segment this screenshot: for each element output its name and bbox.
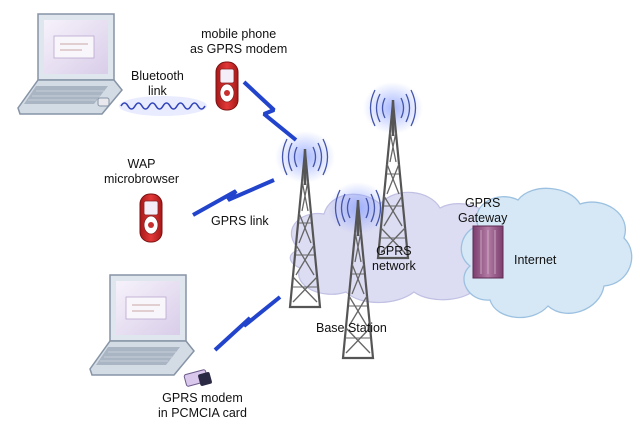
laptop-bottom-icon bbox=[89, 274, 195, 376]
mobile-phone-modem-label: mobile phone as GPRS modem bbox=[190, 27, 287, 57]
mobile-phone-modem-icon bbox=[215, 61, 239, 111]
pcmcia-modem-label-line2: in PCMCIA card bbox=[158, 406, 247, 420]
pcmcia-modem-label: GPRS modem in PCMCIA card bbox=[158, 391, 247, 421]
pcmcia-card-icon bbox=[183, 369, 212, 387]
gprs-network-label: GPRS network bbox=[372, 244, 416, 274]
internet-label: Internet bbox=[514, 253, 557, 267]
gprs-network-label-line2: network bbox=[372, 259, 416, 273]
mobile-phone-modem-label-line2: as GPRS modem bbox=[190, 42, 288, 56]
bluetooth-link-wave bbox=[119, 96, 207, 116]
gprs-gateway-label-line2: Gateway bbox=[458, 211, 508, 225]
laptop-top-icon bbox=[17, 13, 123, 115]
gprs-gateway-label: GPRS Gateway bbox=[458, 196, 507, 226]
gprs-link-bolt-middle bbox=[192, 178, 275, 217]
gprs-link-bolt-bottom bbox=[213, 295, 282, 352]
pcmcia-modem-label-line1: GPRS modem bbox=[162, 391, 243, 405]
internet-cloud bbox=[460, 187, 633, 319]
wap-microbrowser-label-line2: microbrowser bbox=[104, 172, 180, 186]
gprs-link-bolt-top bbox=[242, 80, 298, 142]
bluetooth-link-label-line1: Bluetooth bbox=[131, 69, 184, 83]
gprs-gateway-box bbox=[472, 225, 504, 279]
bluetooth-link-label: Bluetooth link bbox=[131, 69, 184, 99]
wap-microbrowser-label: WAP microbrowser bbox=[104, 157, 179, 187]
base-station-label: Base Station bbox=[316, 321, 387, 335]
mobile-phone-modem-label-line1: mobile phone bbox=[201, 27, 277, 41]
gprs-network-label-line1: GPRS bbox=[376, 244, 412, 258]
gprs-link-label: GPRS link bbox=[211, 214, 269, 228]
wap-microbrowser-label-line1: WAP bbox=[127, 157, 156, 171]
wap-phone-icon bbox=[139, 193, 163, 243]
bluetooth-link-label-line2: link bbox=[148, 84, 167, 98]
gprs-gateway-label-line1: GPRS bbox=[464, 196, 501, 210]
